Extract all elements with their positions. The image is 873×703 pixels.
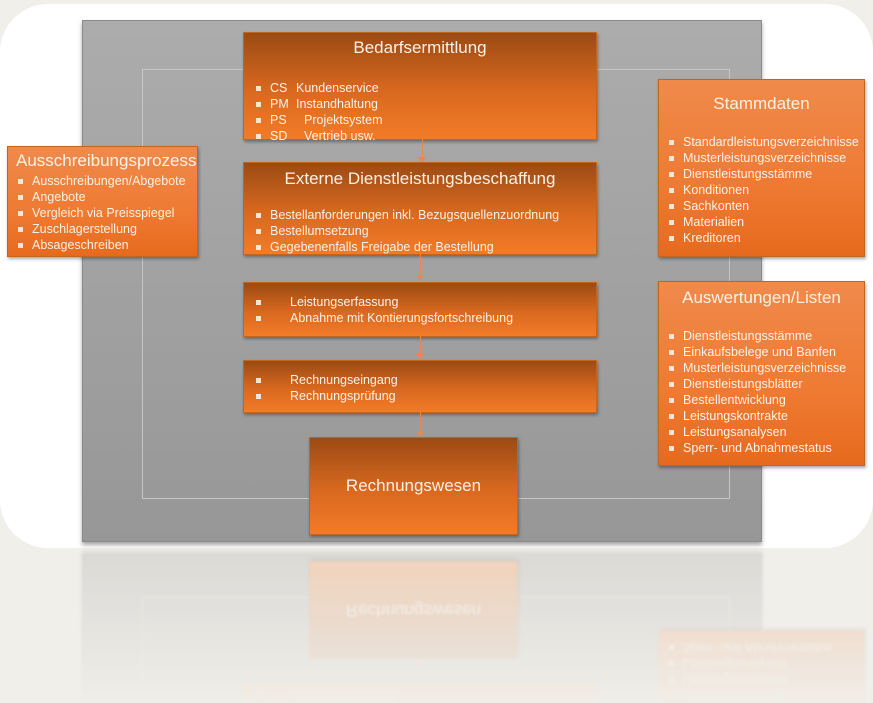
list-item: Ausschreibungen/Abgebote (16, 173, 197, 189)
list-item: Abnahme mit Kontierungsfortschreibung (254, 310, 596, 326)
list-item: Einkaufsbelege und Banfen (667, 344, 864, 360)
flow-arrow-4 (416, 412, 424, 437)
list-item: Leistungsanalysen (667, 424, 864, 440)
list-item: Bestellentwicklung (667, 392, 864, 408)
list-item: Sperr- und Abnahmestatus (667, 440, 864, 456)
list-item: Konditionen (667, 182, 864, 198)
ausschreibungsprozess-list: Ausschreibungen/Abgebote Angebote Vergle… (8, 173, 197, 253)
list-item: Materialien (667, 214, 864, 230)
list-item: Bestellanforderungen inkl. Bezugsquellen… (254, 207, 596, 223)
list-item: Leistungskontrakte (667, 408, 864, 424)
stammdaten-box: Stammdaten Standardleistungsverzeichniss… (658, 79, 865, 257)
list-item: Dienstleistungsstämme (667, 166, 864, 182)
list-item: Absageschreiben (16, 237, 197, 253)
rechnungseingang-list: Rechnungseingang Rechnungsprüfung (244, 372, 596, 404)
list-item: Sachkonten (667, 198, 864, 214)
list-item: Gegebenenfalls Freigabe der Bestellung (254, 239, 596, 255)
ausschreibungsprozess-title: Ausschreibungsprozess (16, 151, 197, 170)
list-item: Dienstleistungsstämme (667, 328, 864, 344)
list-item: Leistungserfassung (254, 294, 596, 310)
auswertungen-box: Auswertungen/Listen Dienstleistungsstämm… (658, 281, 865, 466)
ausschreibungsprozess-box: Ausschreibungsprozess Ausschreibungen/Ab… (7, 146, 198, 257)
list-item: Standardleistungsverzeichnisse (667, 134, 864, 150)
leistungserfassung-list: Leistungserfassung Abnahme mit Kontierun… (244, 294, 596, 326)
rechnungseingang-box: Rechnungseingang Rechnungsprüfung (243, 360, 597, 413)
flow-arrow-2 (416, 254, 424, 281)
list-item: Kreditoren (667, 230, 864, 246)
flow-arrow-3 (416, 336, 424, 360)
stammdaten-title: Stammdaten (713, 94, 810, 113)
list-item: Dienstleistungsblätter (667, 376, 864, 392)
list-item: Rechnungsprüfung (254, 388, 596, 404)
leistungserfassung-box: Leistungserfassung Abnahme mit Kontierun… (243, 282, 597, 337)
list-item: Bestellumsetzung (254, 223, 596, 239)
externe-beschaffung-title: Externe Dienstleistungsbeschaffung (284, 169, 556, 188)
rechnungswesen-title: Rechnungswesen (345, 476, 482, 495)
reflection-fade (0, 548, 873, 703)
list-item: Vergleich via Preisspiegel (16, 205, 197, 221)
list-item: Zuschlagerstellung (16, 221, 197, 237)
externe-beschaffung-list: Bestellanforderungen inkl. Bezugsquellen… (244, 207, 596, 255)
list-item: Rechnungseingang (254, 372, 596, 388)
auswertungen-title: Auswertungen/Listen (682, 288, 841, 307)
list-item: Angebote (16, 189, 197, 205)
auswertungen-list: Dienstleistungsstämme Einkaufsbelege und… (659, 328, 864, 456)
externe-beschaffung-box: Externe Dienstleistungsbeschaffung Beste… (243, 162, 597, 255)
list-item: Musterleistungsverzeichnisse (667, 150, 864, 166)
flow-arrow-1 (418, 139, 426, 163)
list-item: Musterleistungsverzeichnisse (667, 360, 864, 376)
bedarfsermittlung-title: Bedarfsermittlung (353, 38, 487, 57)
stammdaten-list: Standardleistungsverzeichnisse Musterlei… (659, 134, 864, 246)
rechnungswesen-box: Rechnungswesen (309, 437, 518, 535)
